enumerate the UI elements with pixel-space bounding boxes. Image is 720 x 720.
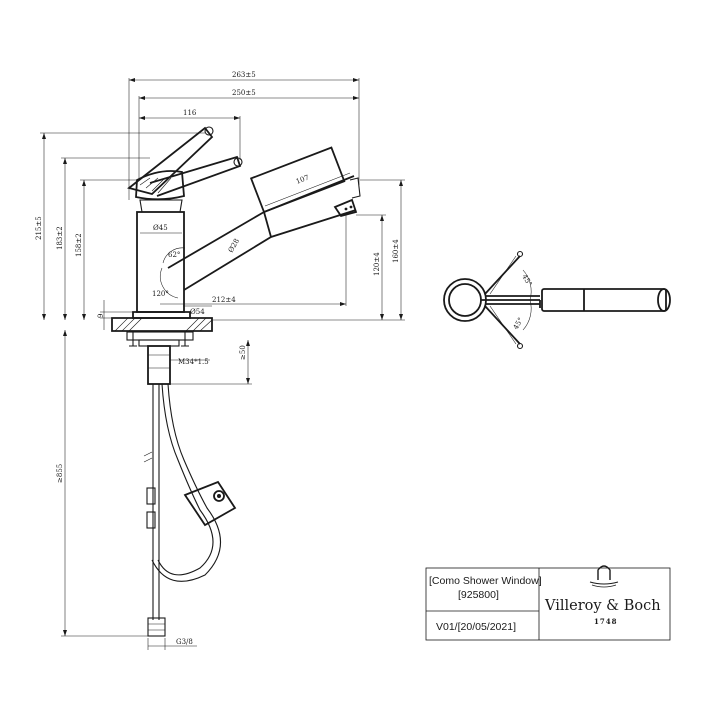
- dim-855: ≥855: [56, 464, 64, 483]
- dim-m34: M34*1.5: [178, 358, 209, 366]
- faucet-top-view: 45° 45°: [443, 250, 671, 350]
- angle-45-bottom: 45°: [512, 316, 525, 331]
- faucet-side-view: [111, 126, 361, 637]
- angle-120: 120°: [152, 290, 169, 298]
- dim-107: 107: [295, 174, 310, 186]
- dim-183: 183±2: [56, 226, 64, 250]
- dim-212: 212±4: [212, 296, 236, 304]
- dim-116: 116: [183, 109, 197, 117]
- dim-50: ≥50: [239, 345, 247, 360]
- villeroy-boch-arch-logo-icon: [589, 565, 619, 588]
- dim-263: 263±5: [232, 71, 256, 79]
- dim-9: 9: [97, 314, 105, 318]
- angle-62: 62°: [168, 251, 180, 259]
- dim-54: Ø54: [190, 308, 205, 316]
- angle-45-top: 45°: [520, 273, 533, 288]
- version-date: V01/[20/05/2021]: [436, 621, 516, 633]
- dim-120: 120±4: [373, 252, 381, 276]
- side-view-dimensions: 263±5 250±5 116 107 215±5 183±2 158±2 9 …: [35, 71, 405, 650]
- brand-name: Villeroy & Boch: [544, 598, 661, 614]
- dim-28: Ø28: [227, 237, 241, 254]
- dim-g38: G3/8: [176, 638, 193, 646]
- product-code: [925800]: [458, 589, 499, 601]
- dim-215: 215±5: [35, 216, 43, 240]
- brand-year: 1748: [594, 617, 617, 626]
- product-name: [Como Shower Window]: [429, 575, 542, 587]
- dim-158: 158±2: [75, 233, 83, 257]
- title-block: [Como Shower Window] [925800] V01/[20/05…: [425, 565, 671, 641]
- dim-250: 250±5: [232, 89, 256, 97]
- dim-160: 160±4: [392, 239, 400, 263]
- dim-45: Ø45: [153, 224, 168, 232]
